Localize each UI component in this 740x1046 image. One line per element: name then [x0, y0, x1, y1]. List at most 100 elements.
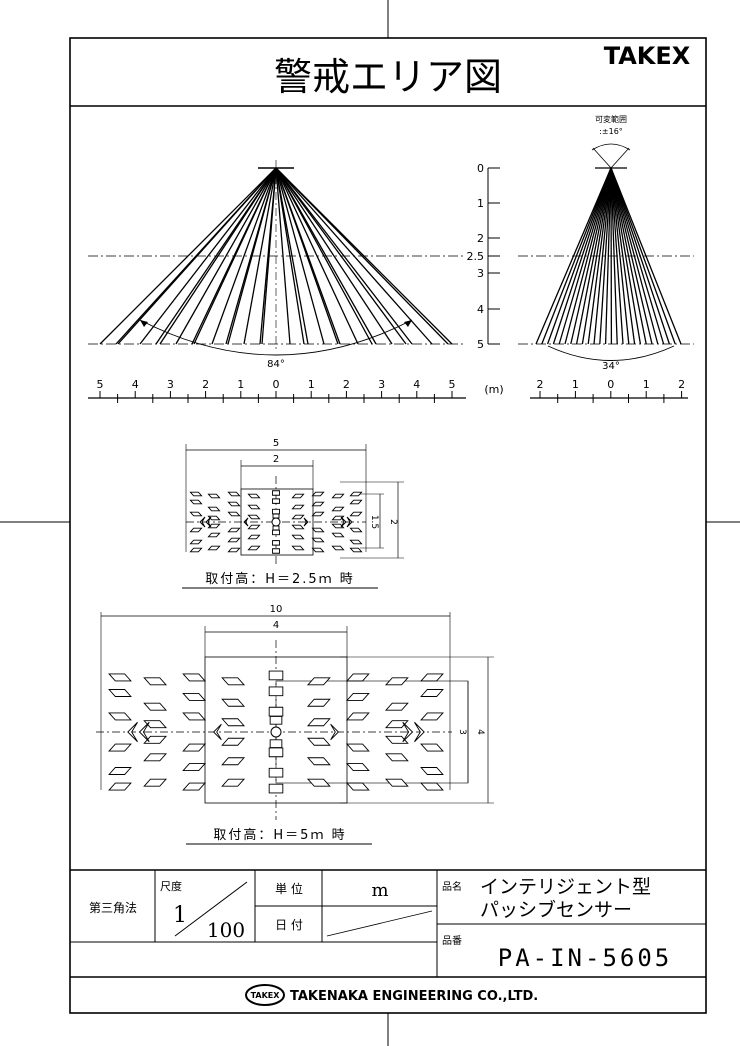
detection-zone: [127, 721, 138, 743]
side-axis-label: 1: [237, 378, 244, 391]
height-label: 3: [477, 267, 484, 280]
detection-zone: [272, 525, 280, 531]
detection-zone: [311, 511, 325, 517]
company-name: TAKENAKA ENGINEERING CO.,LTD.: [290, 989, 538, 1004]
detection-zone: [291, 524, 305, 530]
detection-zone: [291, 504, 305, 510]
date-field-label: 日 付: [275, 918, 303, 932]
detection-zone: [384, 720, 409, 729]
front-zone-ray: [610, 167, 642, 345]
front-axis-label: 1: [572, 378, 579, 391]
height-label: 1: [477, 197, 484, 210]
front-axis-label: 1: [643, 378, 650, 391]
brand-logo: TAKEX: [604, 42, 691, 70]
detection-zone: [311, 527, 325, 533]
detection-zone: [189, 491, 203, 497]
detection-zone: [272, 490, 280, 496]
detection-zone: [182, 673, 207, 682]
adjust-range-label: 可変範囲: [595, 114, 627, 124]
product-name-line2: パッシブセンサー: [480, 898, 632, 921]
detection-zone: [243, 517, 249, 527]
detection-zone: [221, 718, 246, 727]
detection-zone: [311, 547, 325, 553]
detection-zone: [349, 547, 363, 553]
plan-h5-caption: 取付高：H＝5ｍ 時: [213, 827, 346, 843]
detection-zone: [221, 698, 246, 707]
detection-zone: [420, 689, 444, 697]
detection-zone: [311, 491, 325, 497]
detection-zone: [227, 511, 241, 517]
detection-zone: [420, 782, 444, 791]
plan-h25-caption: 取付高：H＝2.5ｍ 時: [205, 571, 355, 587]
detection-zone: [272, 513, 280, 519]
detection-zone: [247, 545, 261, 551]
detection-zone: [345, 712, 370, 721]
detection-zone: [182, 782, 207, 791]
plan-h5: 10 4 3 4 取付高：H＝5ｍ 時: [96, 604, 494, 845]
detection-zone: [108, 689, 132, 697]
detection-zone: [331, 545, 345, 551]
detection-zone: [384, 702, 409, 711]
product-name-line1: インテリジェント型: [480, 876, 651, 898]
detection-zone: [212, 723, 222, 741]
detection-zone: [205, 516, 212, 528]
detection-zone: [207, 506, 221, 512]
detection-zone: [268, 686, 284, 697]
detection-zone: [291, 514, 305, 520]
plan-h5-dim-v-outer: 4: [475, 729, 485, 735]
plan-h5-zones: [108, 670, 444, 794]
unit-label: (m): [484, 383, 503, 396]
scale-label: 尺度: [160, 879, 182, 893]
scale-denominator: 100: [207, 918, 245, 942]
detection-zone: [207, 545, 221, 551]
front-zone-ray: [564, 167, 612, 345]
side-zone-ray: [139, 167, 277, 345]
plan-h25-dim-outer: 5: [273, 438, 279, 449]
front-axis-label: 2: [678, 378, 685, 391]
detection-zone: [349, 511, 363, 517]
detection-zone: [345, 763, 370, 772]
detection-zone: [420, 743, 444, 752]
detection-zone: [420, 673, 444, 682]
height-label: 2: [477, 232, 484, 245]
detection-zone: [306, 737, 331, 746]
front-axis-label: 0: [607, 378, 614, 391]
detection-zone: [349, 499, 363, 505]
detection-zone: [182, 712, 207, 721]
side-zone-ray: [275, 167, 393, 345]
detection-zone: [143, 778, 168, 787]
front-zone-ray: [599, 167, 612, 345]
plan-h25: 5 2 1.5 2 取付高：H＝2.5ｍ 時: [182, 438, 404, 589]
detection-zone: [306, 677, 331, 686]
detection-zone: [227, 501, 241, 507]
unit-field-value: m: [371, 880, 388, 901]
side-axis-label: 5: [97, 378, 104, 391]
detection-zone: [311, 537, 325, 543]
detection-zone: [207, 493, 221, 499]
detection-zone: [340, 516, 347, 528]
front-zone-ray: [610, 167, 665, 345]
detection-zone: [291, 493, 305, 499]
front-zone-ray: [552, 167, 612, 345]
detection-zone: [269, 739, 283, 749]
projection-label: 第三角法: [89, 901, 137, 915]
side-axis-label: 4: [132, 378, 139, 391]
side-axis-label: 2: [202, 378, 209, 391]
detection-zone: [306, 718, 331, 727]
company-logo: TAKEX: [245, 984, 285, 1006]
detection-zone: [384, 753, 409, 762]
detection-zone: [306, 698, 331, 707]
detection-zone: [291, 545, 305, 551]
front-angle-label: 34°: [602, 361, 620, 372]
detection-zone: [143, 720, 168, 729]
detection-zone: [349, 527, 363, 533]
detection-zone: [182, 692, 207, 701]
detection-zone: [189, 499, 203, 505]
height-label: 5: [477, 338, 484, 351]
detection-zone: [143, 677, 168, 686]
plan-h5-dim-outer: 10: [270, 604, 283, 615]
company-logo-text: TAKEX: [251, 991, 281, 1000]
scale-numerator: 1: [173, 903, 187, 928]
